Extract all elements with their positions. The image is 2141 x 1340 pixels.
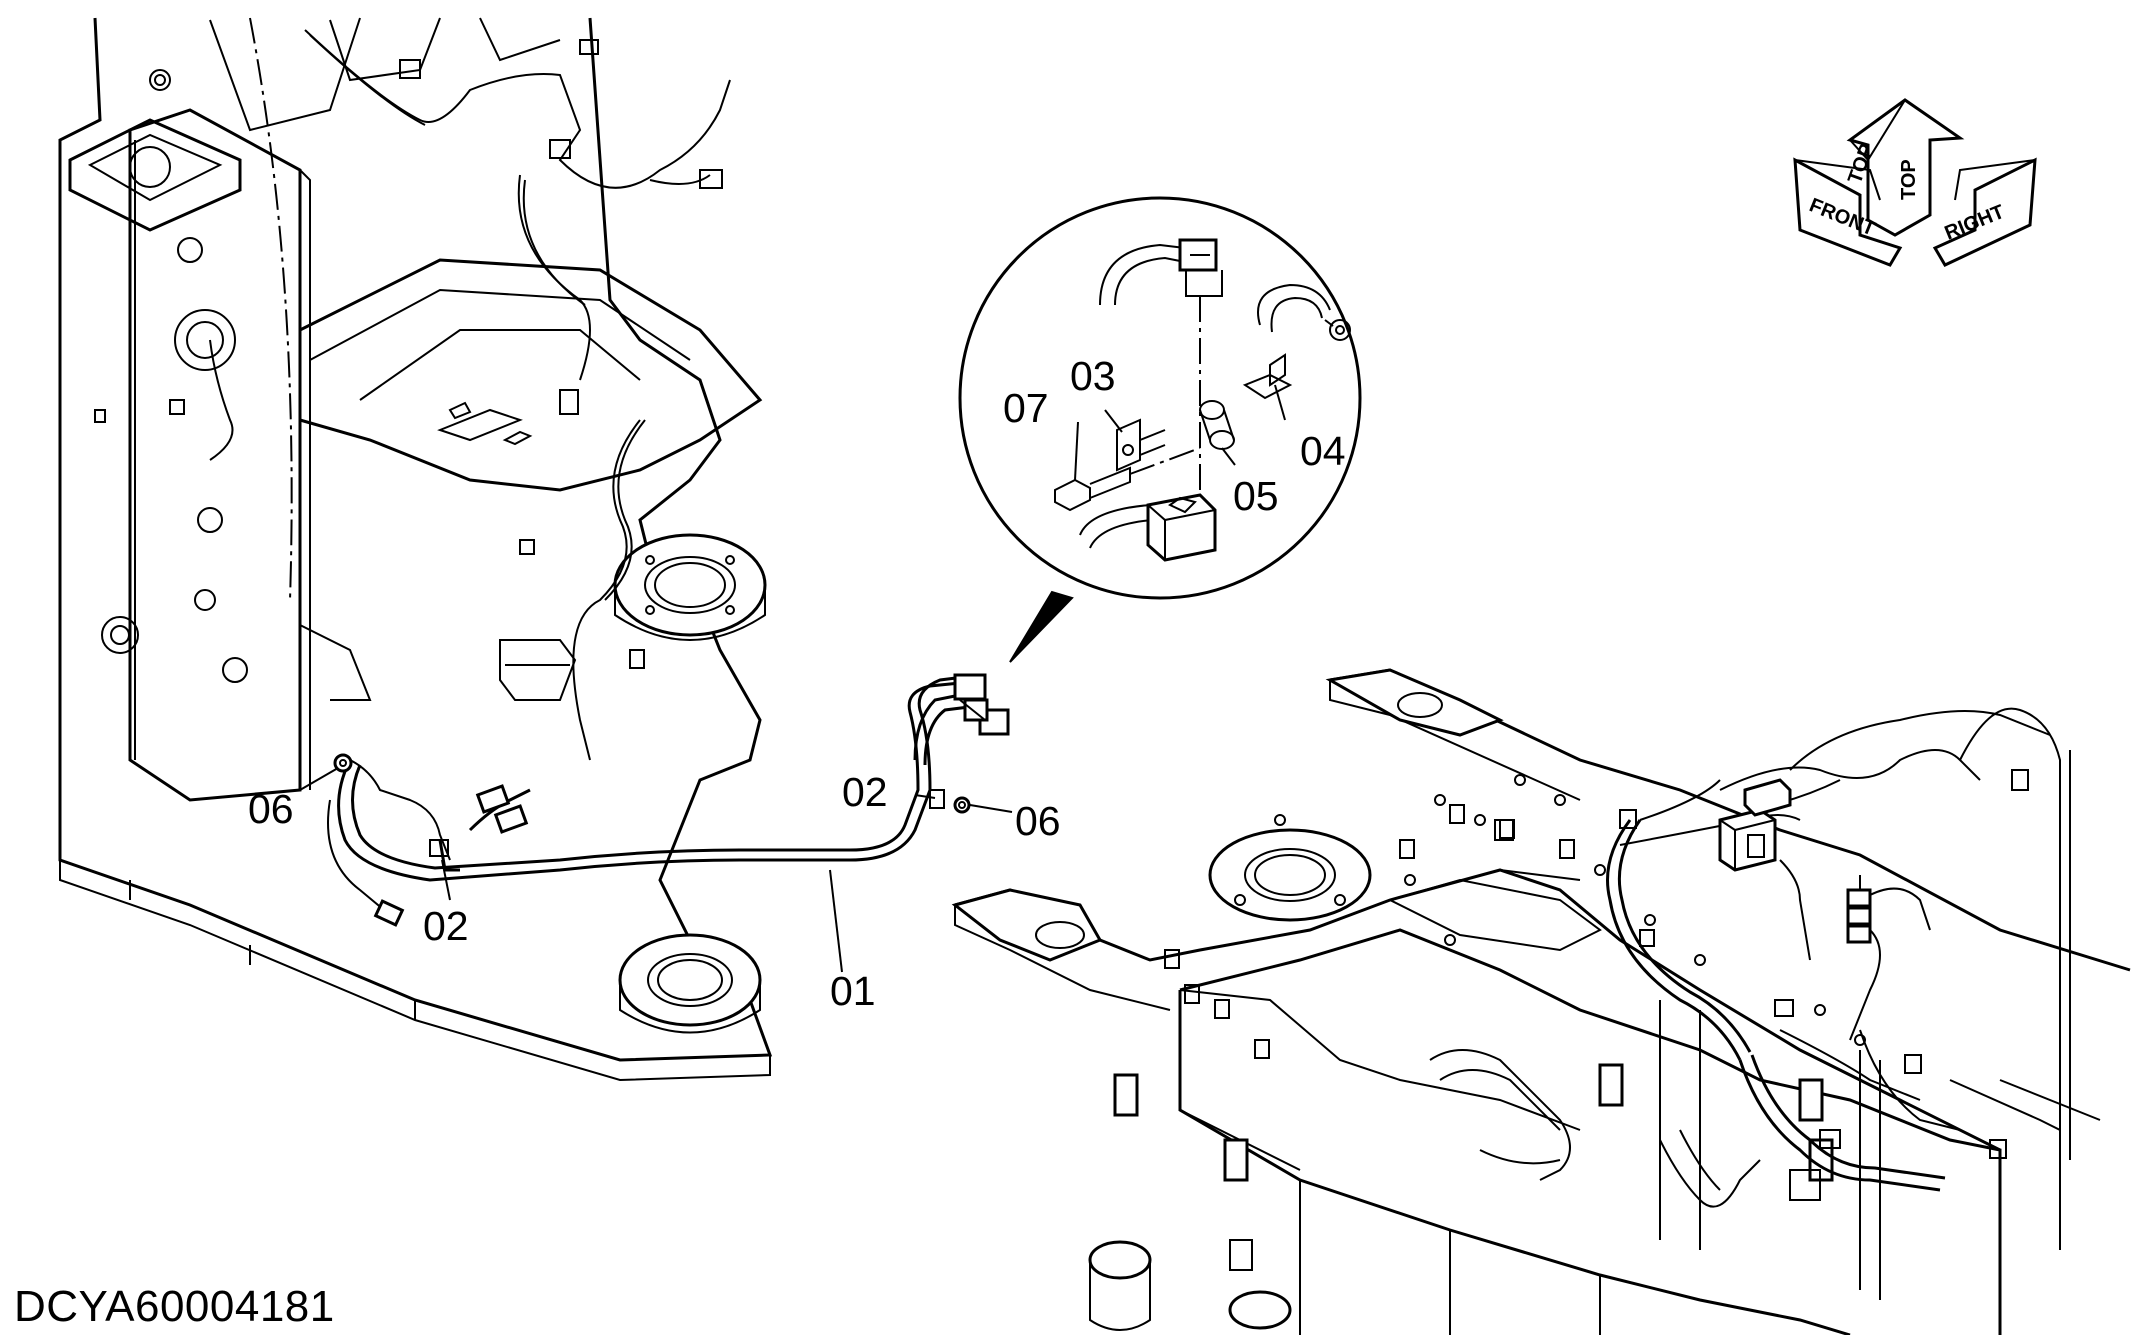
callout-03: 03 (1070, 353, 1116, 399)
callout-labels: 06 02 01 02 06 03 07 04 05 (248, 353, 1346, 1014)
callout-01: 01 (830, 968, 876, 1014)
callout-06-left: 06 (248, 786, 294, 832)
boom-frame (58, 17, 773, 1082)
callout-02-lower: 02 (423, 903, 469, 949)
callout-04: 04 (1300, 428, 1346, 474)
orientation-top: TOP (1898, 159, 1920, 200)
leader-lines (299, 767, 1013, 973)
callout-02-upper: 02 (842, 769, 888, 815)
chassis-harness (1606, 707, 2071, 1192)
callout-07: 07 (1003, 385, 1049, 431)
orientation-indicator: TOP TOP FRONT RIGHT (1793, 98, 2037, 267)
detail-bubble (958, 196, 1362, 663)
harness-01 (327, 673, 1010, 927)
callout-05: 05 (1233, 473, 1279, 519)
lower-chassis (951, 668, 2131, 1337)
callout-06-right: 06 (1015, 798, 1061, 844)
document-id: DCYA60004181 (14, 1282, 335, 1331)
upper-harness-left (209, 29, 731, 761)
